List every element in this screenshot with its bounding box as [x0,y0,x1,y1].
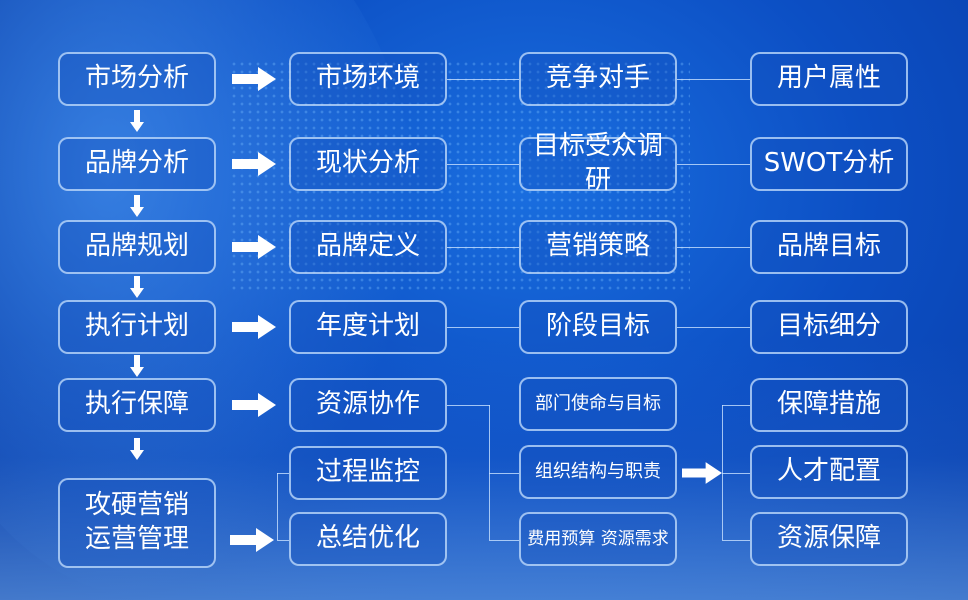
connector-line [447,327,519,328]
node-execution-guarantee: 执行保障 [58,378,216,432]
arrow-right-icon [230,528,274,552]
node-user-attributes: 用户属性 [750,52,908,106]
node-status-analysis: 现状分析 [289,137,447,191]
arrow-right-icon [232,67,276,91]
node-brand-goals: 品牌目标 [750,220,908,274]
arrow-down-icon [130,276,144,298]
node-brand-definition: 品牌定义 [289,220,447,274]
node-resource-guarantee: 资源保障 [750,512,908,566]
node-resource-collaboration: 资源协作 [289,378,447,432]
arrow-down-icon [130,110,144,132]
node-department-mission: 部门使命与目标 [519,377,677,431]
node-goal-breakdown: 目标细分 [750,300,908,354]
arrow-right-icon [232,315,276,339]
connector-line [722,405,750,406]
arrow-right-icon [232,393,276,417]
node-execution-plan: 执行计划 [58,300,216,354]
node-brand-planning: 品牌规划 [58,220,216,274]
connector-line [277,540,289,541]
node-swot: SWOT分析 [750,137,908,191]
node-marketing-strategy: 营销策略 [519,220,677,274]
connector-line [447,247,519,248]
node-stage-goals: 阶段目标 [519,300,677,354]
connector-line [447,164,519,165]
connector-line [277,473,289,474]
node-budget-resources: 费用预算 资源需求 [519,512,677,566]
connector-line [489,473,519,474]
city-skyline [0,340,968,600]
arrow-right-icon [232,235,276,259]
node-annual-plan: 年度计划 [289,300,447,354]
connector-line [677,164,750,165]
node-competitors: 竞争对手 [519,52,677,106]
node-brand-analysis: 品牌分析 [58,137,216,191]
node-summary-optimization: 总结优化 [289,512,447,566]
bracket-line [722,405,723,540]
node-line-2: 运营管理 [84,524,189,554]
arrow-right-icon [682,462,722,484]
connector-line [447,405,490,406]
connector-line [447,79,519,80]
connector-line [677,327,750,328]
world-map-dots [230,60,690,290]
arrow-down-icon [130,438,144,460]
node-marketing-operations: 攻硬营销 运营管理 [58,478,216,568]
node-org-structure: 组织结构与职责 [519,445,677,499]
node-market-analysis: 市场分析 [58,52,216,106]
connector-line [677,247,750,248]
node-audience-research: 目标受众调研 [519,131,677,195]
node-talent: 人才配置 [750,445,908,499]
connector-line [722,473,750,474]
node-market-environment: 市场环境 [289,52,447,106]
node-line-1: 攻硬营销 [84,490,189,521]
arrow-right-icon [232,152,276,176]
node-process-monitoring: 过程监控 [289,446,447,500]
bracket-line [277,473,278,540]
connector-line [677,79,750,80]
arrow-down-icon [130,355,144,377]
arrow-down-icon [130,195,144,217]
node-safeguards: 保障措施 [750,378,908,432]
connector-line [489,540,519,541]
bracket-line [489,405,490,540]
connector-line [722,540,750,541]
